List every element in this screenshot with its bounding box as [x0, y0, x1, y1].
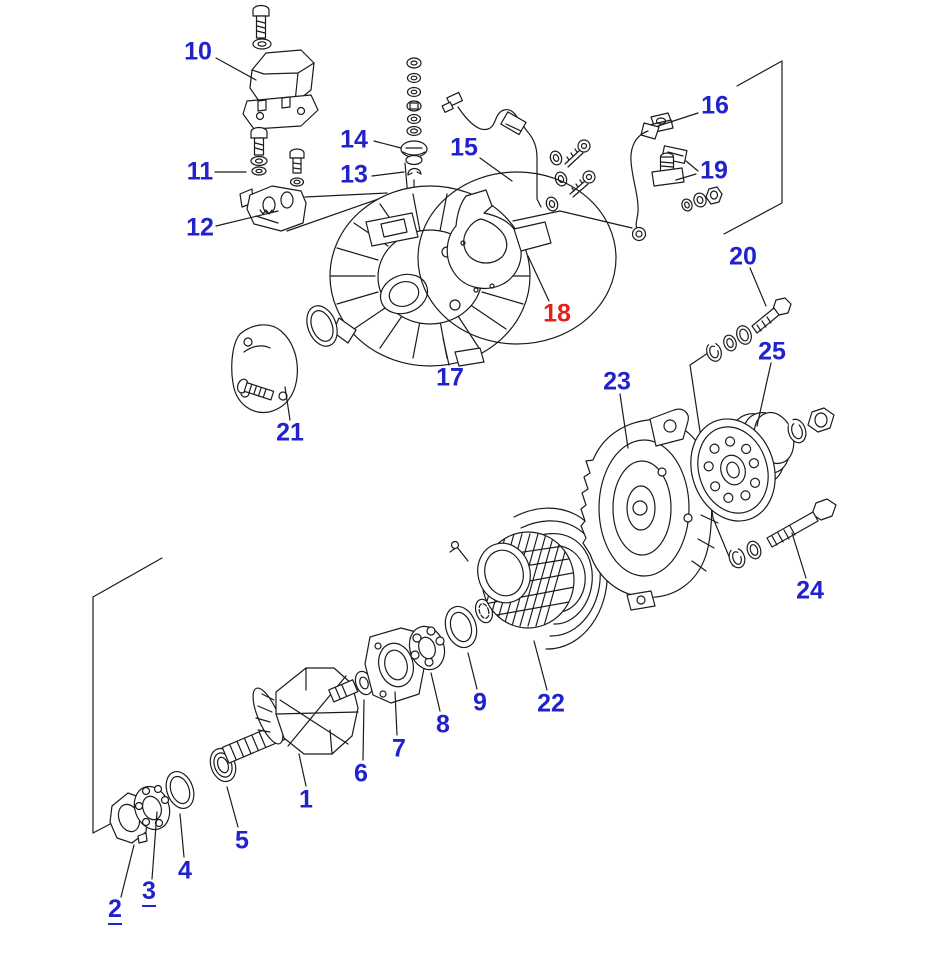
callout-6: 6 [354, 759, 368, 788]
callout-10: 10 [184, 37, 212, 66]
leader-line-6 [362, 699, 365, 761]
callout-14: 14 [340, 125, 368, 154]
part-10-regulator [242, 49, 319, 130]
part-12-screw [289, 148, 305, 187]
leader-line-21 [284, 386, 291, 421]
part-22-stator [449, 531, 575, 629]
assembly-line [286, 195, 388, 232]
pulley-nut [807, 407, 835, 433]
assembly-line [304, 192, 388, 198]
part-1-rotor [221, 667, 359, 764]
part-11-screw [250, 126, 268, 156]
callout-12: 12 [186, 213, 214, 242]
part-13-clip [407, 167, 422, 176]
leader-line-23 [619, 393, 629, 449]
leader-line-9 [467, 652, 478, 690]
overlay-annotations [120, 57, 807, 898]
pulley-lock-washer [787, 418, 807, 444]
callout-15: 15 [450, 133, 478, 162]
part-23-rear-housing [580, 408, 720, 611]
leader-line-22 [533, 640, 548, 691]
callout-2: 2 [108, 895, 122, 925]
callout-18: 18 [543, 299, 571, 328]
part-12-brush-holder [239, 185, 307, 232]
callout-13: 13 [340, 160, 368, 189]
harness-screws [545, 139, 596, 212]
part-24-through-bolt [766, 498, 837, 548]
callout-11: 11 [186, 157, 214, 186]
part-2-retainer-plate [109, 792, 149, 844]
leader-line-12 [215, 210, 279, 227]
leader-line-13 [371, 171, 405, 177]
part-9-ring [444, 605, 478, 649]
leader-line-16 [657, 112, 699, 127]
leader-line-2 [120, 844, 135, 898]
leader-line-7 [394, 691, 398, 736]
callout-16: 16 [701, 91, 729, 120]
callout-5: 5 [235, 826, 249, 855]
callout-1: 1 [299, 785, 313, 814]
callout-9: 9 [473, 688, 487, 717]
part-21-bolt [236, 378, 275, 401]
callout-7: 7 [392, 734, 406, 763]
callout-24: 24 [796, 576, 824, 605]
leader-line-18 [527, 255, 550, 302]
callout-21: 21 [276, 418, 304, 447]
leader-line-5 [226, 786, 239, 828]
callout-20: 20 [729, 242, 757, 271]
leader-line-15 [479, 157, 513, 182]
leader-line-1 [298, 753, 307, 787]
part-14-terminal-stack [406, 57, 422, 137]
part-24-washers [728, 540, 762, 569]
leader-line-25 [756, 362, 772, 427]
highlight-circle [417, 171, 617, 345]
part-20-washers [706, 325, 752, 362]
leader-line-17 [442, 337, 450, 366]
callout-22: 22 [537, 689, 565, 718]
regulator-washer [252, 38, 272, 50]
part-20-bolt [751, 297, 792, 334]
regulator-bolt [252, 4, 270, 39]
leader-line-19 [675, 173, 697, 181]
callout-25: 25 [758, 337, 786, 366]
leader-line-10 [215, 57, 257, 81]
part-18-bracket [446, 189, 552, 293]
part-4-ring [165, 771, 195, 809]
callout-8: 8 [436, 710, 450, 739]
callout-17: 17 [436, 363, 464, 392]
part-19-washers [681, 186, 723, 212]
leader-line-4 [179, 813, 185, 858]
part-25-pulley [690, 411, 795, 522]
leader-line-3 [151, 811, 158, 880]
part-15-wire-harness [441, 91, 542, 208]
part-8-bearing [408, 625, 446, 671]
callout-19: 19 [700, 156, 728, 185]
leader-line-24 [791, 532, 807, 579]
leader-line-14 [373, 140, 402, 149]
part-11-washers [250, 155, 268, 176]
assembly-line [512, 210, 633, 229]
leader-line-8 [430, 672, 441, 712]
plane-corner-mark [723, 60, 783, 235]
callout-4: 4 [178, 856, 192, 885]
part-21-seal-ring [306, 305, 338, 347]
callout-3: 3 [142, 877, 156, 907]
leader-line-20 [749, 267, 767, 307]
part-14-cap [400, 140, 428, 166]
callout-23: 23 [603, 367, 631, 396]
part-19-terminal-screw [651, 152, 685, 187]
